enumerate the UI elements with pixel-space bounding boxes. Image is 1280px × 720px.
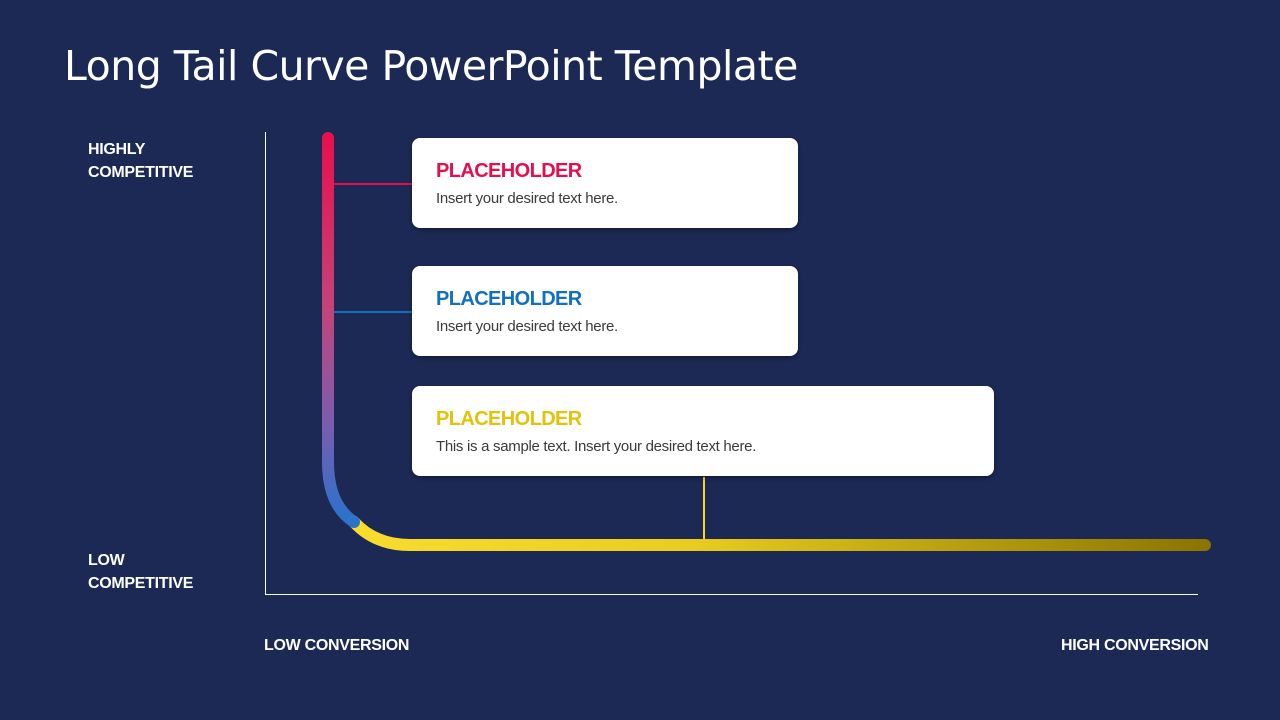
y-axis-top-label: HIGHLY COMPETITIVE <box>88 138 193 184</box>
y-axis-bottom-label-line2: COMPETITIVE <box>88 575 194 592</box>
y-axis-bottom-label-line1: LOW <box>88 552 125 569</box>
card-text: Insert your desired text here. <box>436 318 618 335</box>
y-axis-top-label-line2: COMPETITIVE <box>88 164 194 181</box>
x-axis-line <box>265 594 1198 595</box>
card-text: Insert your desired text here. <box>436 190 618 207</box>
card-title: PLACEHOLDER <box>436 408 582 430</box>
y-axis-line <box>265 132 266 595</box>
placeholder-card-3: PLACEHOLDER This is a sample text. Inser… <box>412 386 994 476</box>
y-axis-top-label-line1: HIGHLY <box>88 141 146 158</box>
y-axis-bottom-label: LOW COMPETITIVE <box>88 549 193 595</box>
card-title: PLACEHOLDER <box>436 160 582 182</box>
x-axis-right-label: HIGH CONVERSION <box>1061 637 1209 654</box>
x-axis-left-label: LOW CONVERSION <box>264 637 410 654</box>
placeholder-card-2: PLACEHOLDER Insert your desired text her… <box>412 266 798 356</box>
card-text: This is a sample text. Insert your desir… <box>436 438 757 455</box>
card-title: PLACEHOLDER <box>436 288 582 310</box>
placeholder-card-1: PLACEHOLDER Insert your desired text her… <box>412 138 798 228</box>
slide-title: Long Tail Curve PowerPoint Template <box>64 42 798 90</box>
